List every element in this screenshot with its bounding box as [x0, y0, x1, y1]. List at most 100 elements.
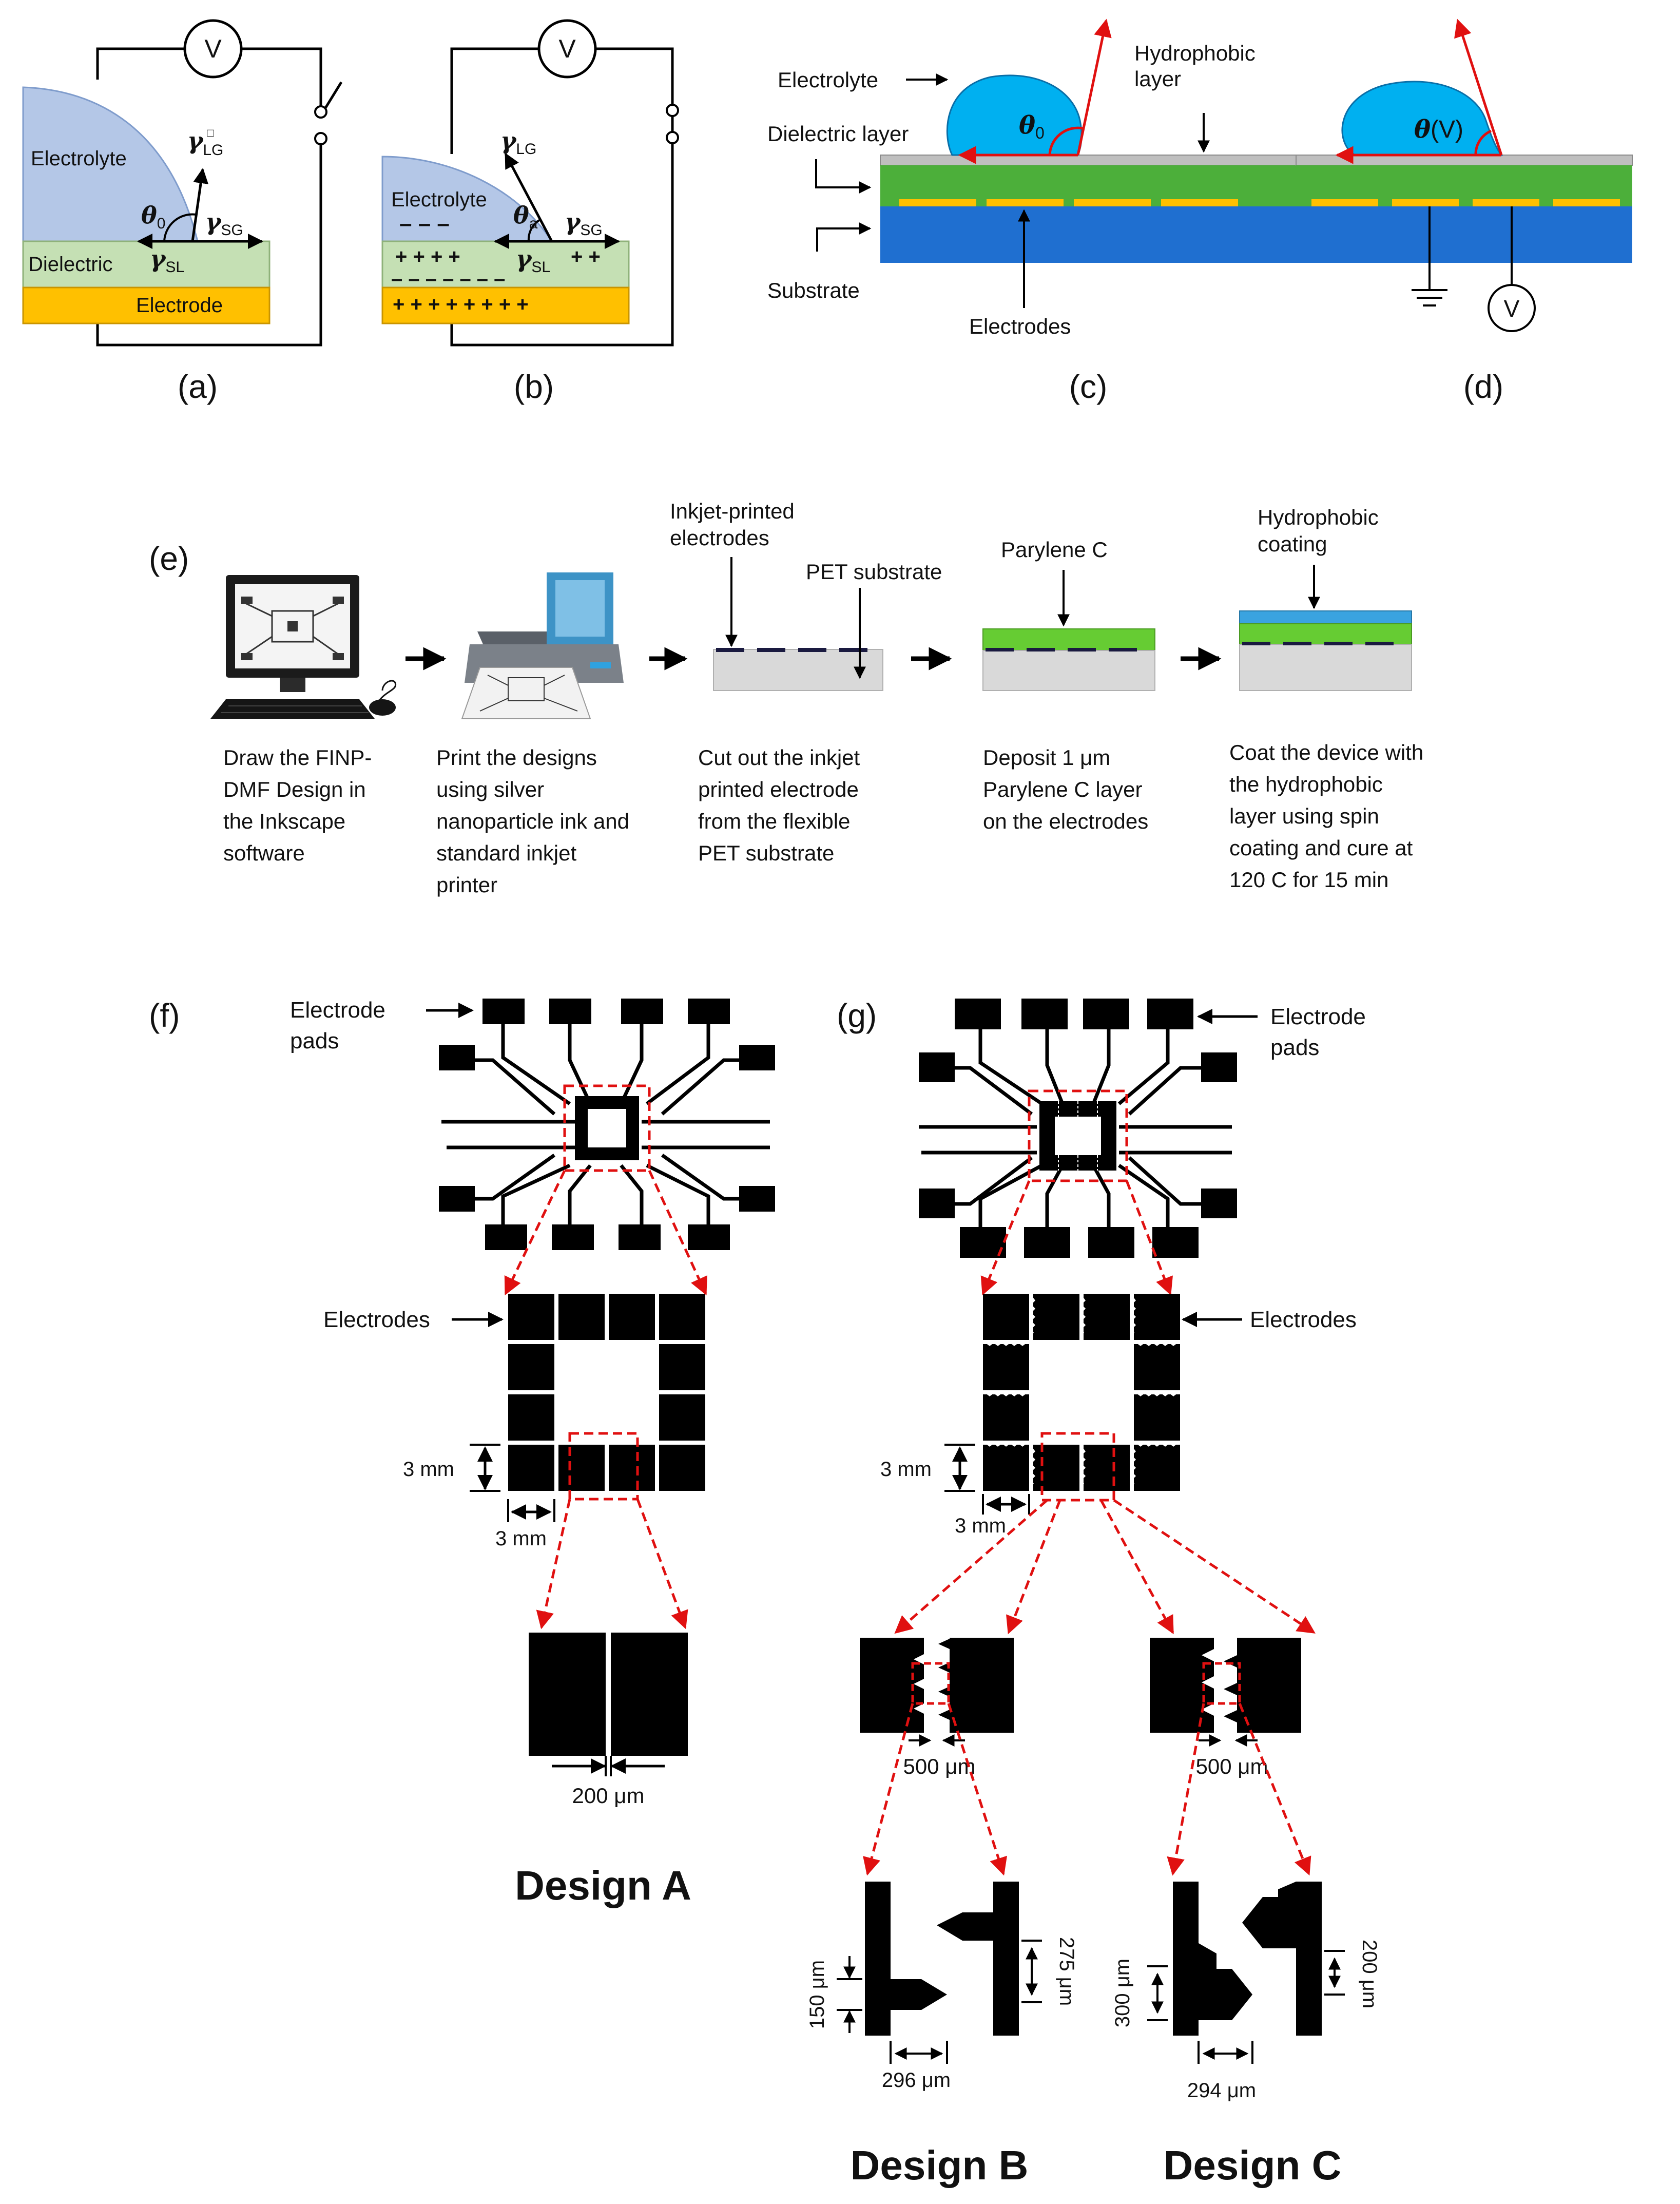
voltmeter-label: V	[558, 34, 576, 63]
step-1-caption: Draw the FINP- DMF Design in the Inkscap…	[223, 745, 378, 865]
contact-angle-arc	[1048, 126, 1084, 156]
electrode-strips	[899, 199, 1238, 206]
electrode-label: Electrode	[136, 294, 223, 317]
panel-a: V Electrolyte Dielectric Electrode γLG□ …	[22, 19, 343, 405]
zoom-line-b2-right	[947, 1703, 1007, 1876]
parylene-label: Parylene C	[1001, 538, 1108, 562]
parylene-stack-icon	[982, 628, 1155, 691]
gap-label: 200 μm	[572, 1784, 645, 1808]
dim-294-label: 294 μm	[1187, 2079, 1256, 2102]
chip-layout-a	[439, 999, 775, 1250]
gamma-lg-label: γLG	[500, 127, 536, 158]
zoom-line-c-left	[1099, 1499, 1174, 1635]
switch-contact-bottom	[314, 132, 327, 145]
electrode-layer	[22, 286, 271, 324]
zoom-line-right	[1125, 1180, 1173, 1296]
charge-minus-row2: – – – – – – –	[391, 267, 505, 290]
zoom-line-b2-left	[863, 1703, 914, 1876]
dielectric-layer	[381, 240, 630, 289]
tangent-line	[1076, 18, 1112, 156]
circuit-wire-b	[450, 47, 674, 347]
gamma-sl-label: γSL	[516, 245, 550, 276]
electrode-layer	[381, 286, 630, 324]
electrode-ring-a	[508, 1294, 705, 1491]
droplet	[1341, 81, 1503, 156]
theta-label: θ0	[141, 201, 165, 232]
electrodes-label: Electrodes	[1250, 1307, 1357, 1332]
dielectric-label: Dielectric	[28, 253, 112, 276]
voltmeter	[183, 19, 243, 79]
electrodes-label: Electrodes	[969, 314, 1071, 338]
step-2-caption: Print the designs using silver nanoparti…	[436, 745, 635, 897]
panel-d-label: (d)	[1463, 368, 1503, 405]
zoom-line-left	[504, 1170, 566, 1296]
voltmeter-label: V	[204, 34, 222, 63]
contact-angle-arc	[1474, 129, 1492, 156]
voltmeter	[537, 19, 597, 79]
gap-c-label: 500 μm	[1196, 1754, 1268, 1778]
dim-200-label: 200 μm	[1358, 1940, 1381, 2008]
dim-296-label: 296 μm	[882, 2069, 951, 2092]
panel-f-label: (f)	[149, 997, 180, 1034]
zoom-box-b	[911, 1662, 950, 1705]
electrode-ring-bc	[983, 1294, 1180, 1491]
gap-b-label: 500 μm	[903, 1754, 976, 1778]
panel-d: θ(V) V (d)	[1296, 18, 1633, 405]
electrolyte-label: Electrolyte	[31, 147, 127, 170]
electrodes-label: Electrodes	[323, 1307, 430, 1332]
electrode-gap-b	[860, 1638, 1014, 1733]
charge-plus-row3: + + + + + + + +	[393, 293, 529, 316]
switch-contact-top	[314, 105, 327, 119]
substrate	[880, 206, 1296, 263]
substrate	[1296, 206, 1632, 263]
dim-3mm-horizontal-label: 3 mm	[955, 1515, 1006, 1537]
voltage-source	[1488, 284, 1536, 332]
gamma-sg-label: γSG	[565, 208, 603, 239]
computer-icon	[210, 575, 397, 719]
panel-g-label: (g)	[837, 997, 877, 1034]
contact-angle-arc	[163, 213, 197, 242]
electrolyte-label: Electrolyte	[778, 68, 878, 92]
step-4-caption: Deposit 1 μm Parylene C layer on the ele…	[983, 745, 1148, 833]
dim-150-label: 150 μm	[806, 1960, 828, 2029]
theta-label: θ(V)	[1414, 115, 1463, 144]
panel-e: (e)	[149, 499, 1430, 897]
finger-detail-b	[865, 1882, 1019, 2036]
zigzag-gaps	[985, 1296, 1178, 1485]
zoom-box-c	[1202, 1662, 1241, 1705]
pet-label: PET substrate	[806, 560, 942, 584]
zoom-box	[1040, 1432, 1115, 1502]
panel-b: V Electrolyte – – – + + + + + + – – – – …	[381, 19, 679, 405]
gamma-lg-arrow	[504, 152, 553, 242]
zoom-line-left-2	[536, 1499, 571, 1630]
dielectric-pointer	[815, 159, 872, 194]
charge-minus-top: – – –	[399, 211, 450, 236]
zoom-line-left	[980, 1180, 1031, 1296]
theta-label: θa	[513, 201, 538, 232]
finger-detail-c	[1173, 1882, 1322, 2036]
panel-e-label: (e)	[149, 540, 189, 577]
circuit-wire-a	[96, 47, 322, 347]
tangent-line	[1454, 18, 1503, 156]
dim-275-label: 275 μm	[1055, 1937, 1078, 2006]
electrode-gap-a	[529, 1633, 688, 1756]
electrode-gap-c	[1150, 1638, 1301, 1733]
dim-3mm-horizontal-label: 3 mm	[495, 1527, 547, 1550]
printer-icon	[461, 572, 624, 719]
zoom-box	[568, 1432, 639, 1501]
substrate-pointer	[816, 222, 872, 252]
dielectric-label: Dielectric layer	[767, 122, 909, 146]
step-5-caption: Coat the device with the hydrophobic lay…	[1229, 740, 1430, 892]
panel-a-label: (a)	[178, 368, 218, 405]
gamma-sl-label: γSL	[150, 245, 184, 276]
design-a-title: Design A	[515, 1863, 691, 1908]
charge-plus-row1a: + + + +	[395, 245, 460, 268]
